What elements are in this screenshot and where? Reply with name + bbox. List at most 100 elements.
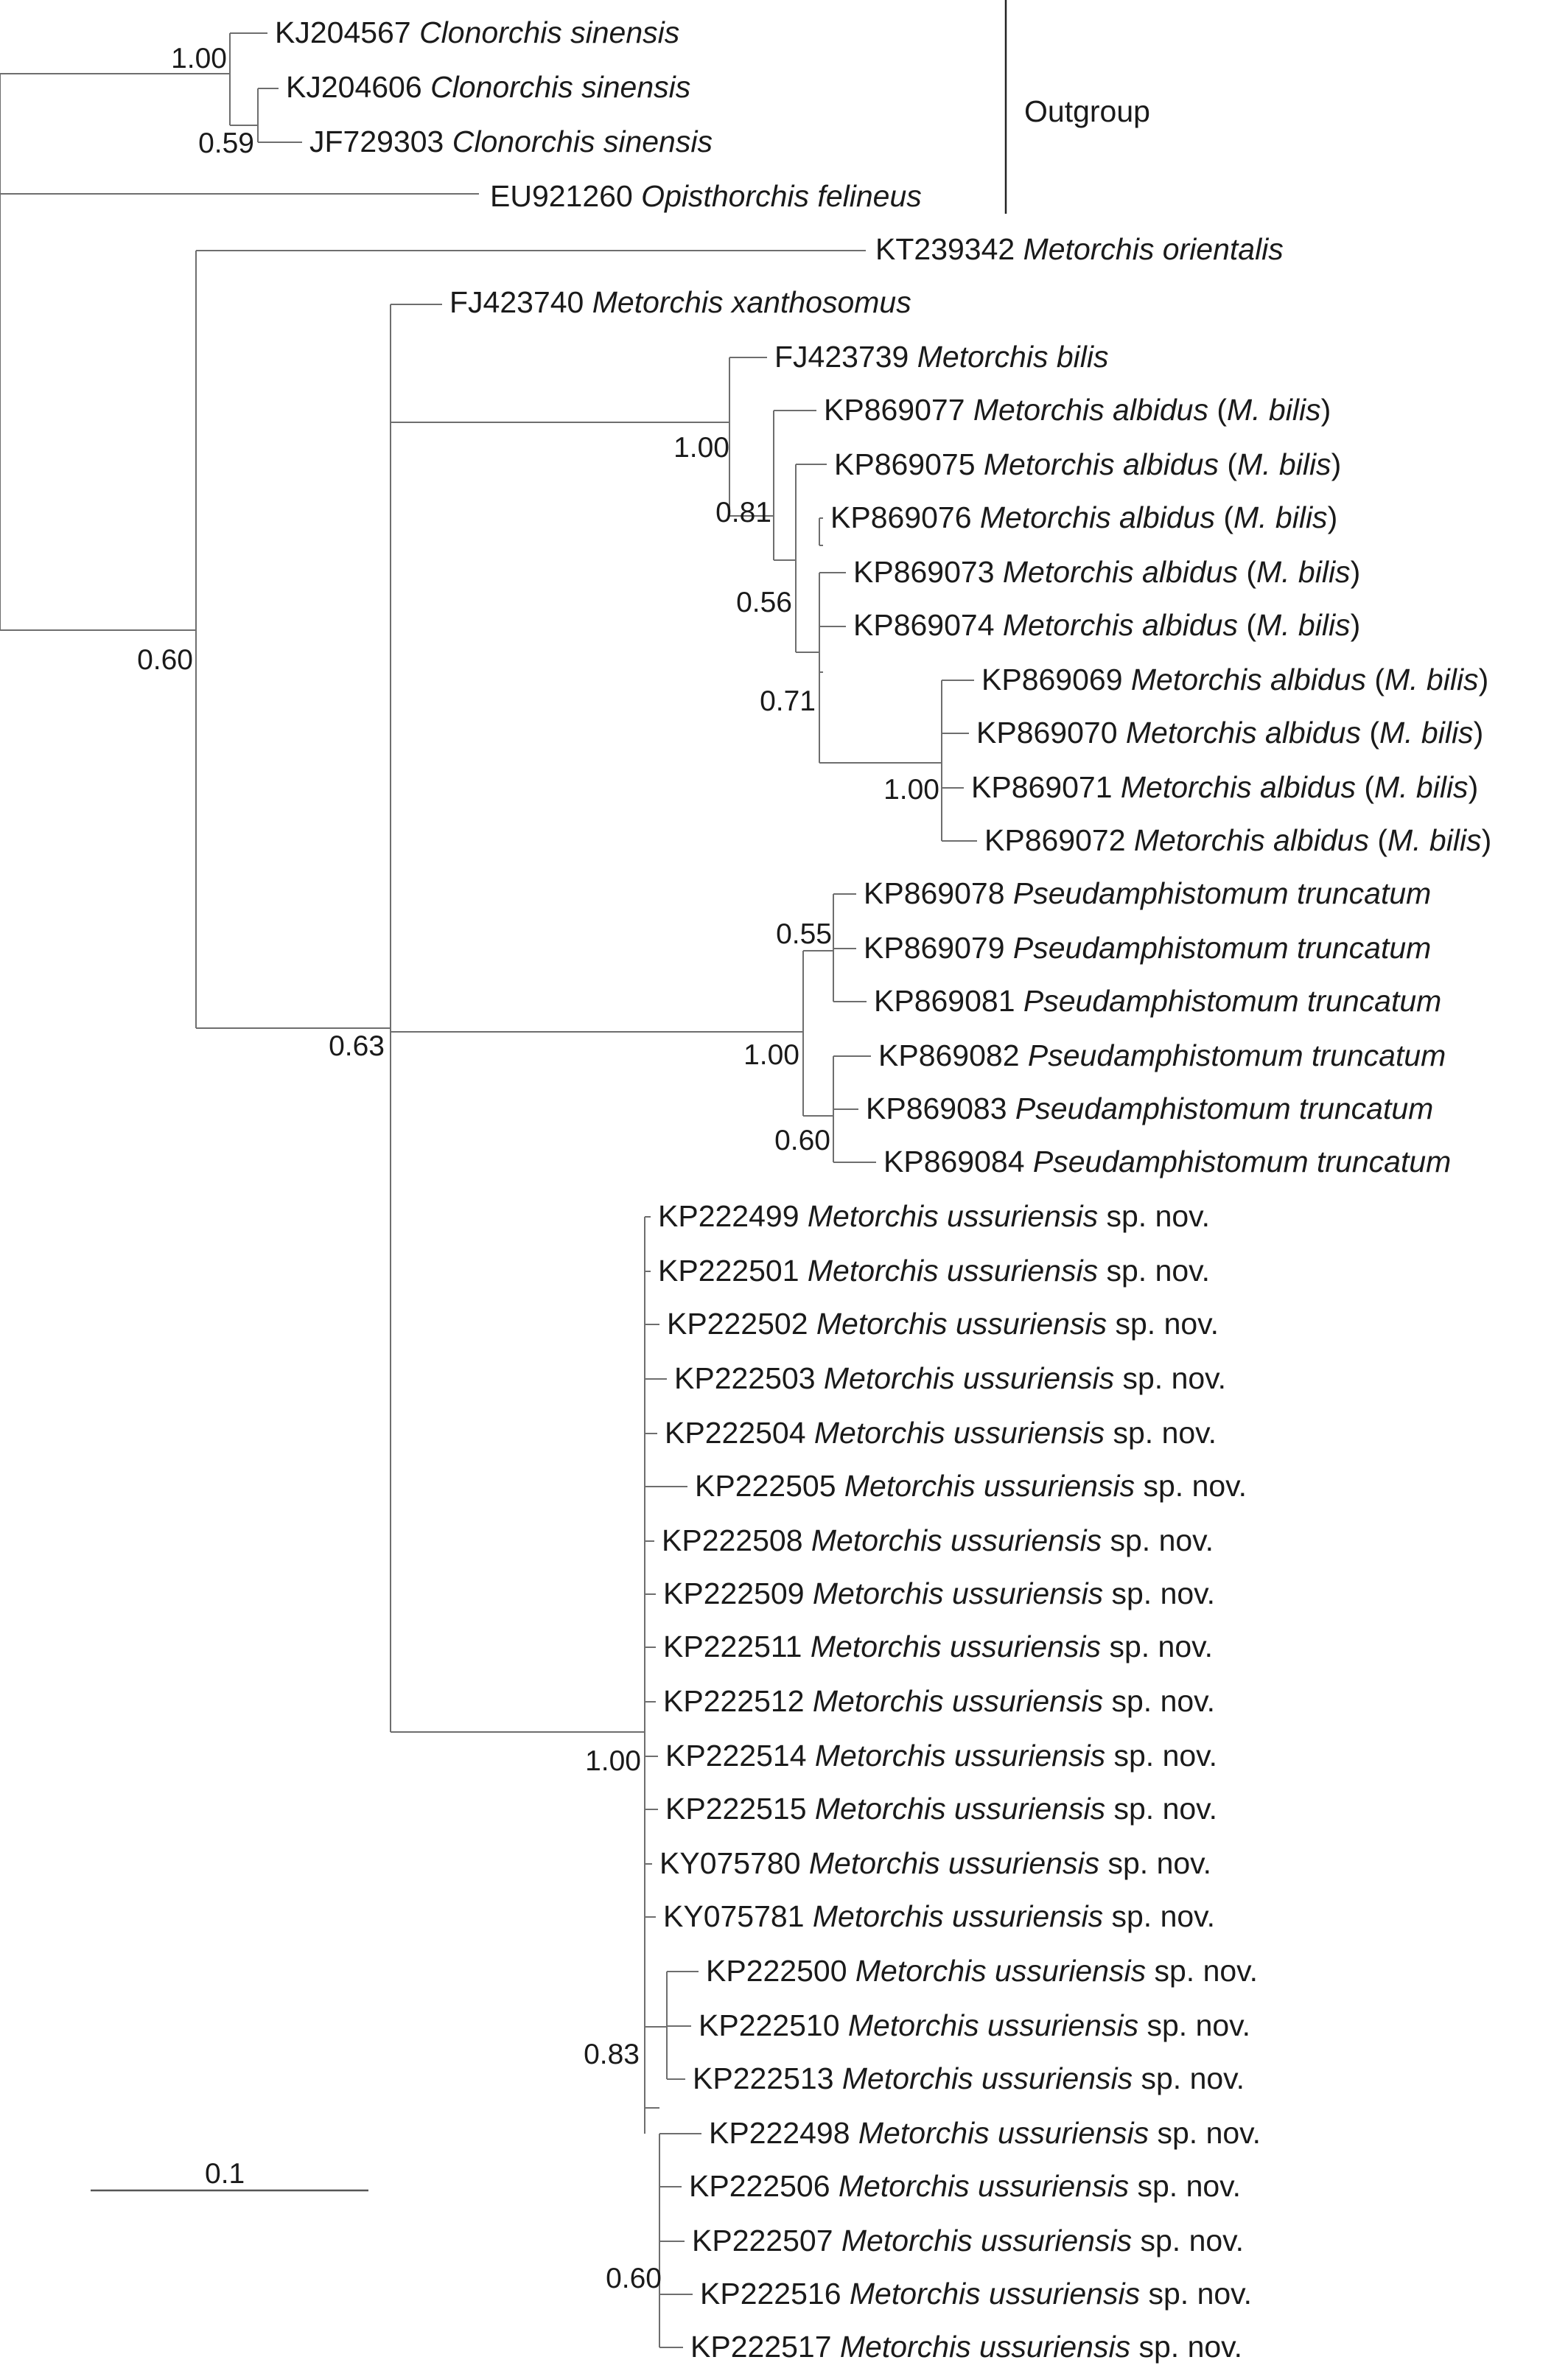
species-name: Pseudamphistomum truncatum (1013, 876, 1431, 910)
taxon-qualifier: sp. nov. (1098, 1199, 1210, 1233)
species-name: Metorchis ussuriensis (840, 2330, 1130, 2364)
accession-number: KP869078 (864, 876, 1013, 910)
taxon-label: KP222515 Metorchis ussuriensis sp. nov. (665, 1792, 1217, 1826)
species-name: Metorchis ussuriensis (839, 2169, 1129, 2203)
taxon-qualifier: sp. nov. (1101, 1630, 1213, 1663)
species-name: Metorchis albidus (980, 500, 1215, 534)
taxon-label: KP222505 Metorchis ussuriensis sp. nov. (695, 1469, 1247, 1503)
species-name: Metorchis ussuriensis (841, 2224, 1132, 2257)
accession-number: FJ423739 (774, 340, 917, 374)
species-name: Metorchis ussuriensis (811, 1523, 1102, 1557)
support-value: 1.00 (673, 432, 729, 464)
taxon-label: KJ204606 Clonorchis sinensis (286, 70, 690, 104)
accession-number: FJ423740 (449, 285, 592, 319)
taxon-label: KP222502 Metorchis ussuriensis sp. nov. (667, 1307, 1219, 1341)
species-name: Metorchis ussuriensis (858, 2116, 1149, 2150)
species-name: Metorchis ussuriensis (809, 1846, 1099, 1880)
taxon-label: KP869079 Pseudamphistomum truncatum (864, 931, 1431, 965)
support-value: 0.83 (584, 2039, 640, 2070)
support-values: 1.000.590.601.000.810.560.711.000.551.00… (137, 43, 939, 2294)
taxon-qualifier: sp. nov. (1103, 1684, 1215, 1718)
species-name: Metorchis albidus (984, 447, 1219, 481)
accession-number: KY075780 (659, 1846, 809, 1880)
taxon-label: KP222507 Metorchis ussuriensis sp. nov. (692, 2224, 1244, 2257)
accession-number: KP222502 (667, 1307, 816, 1341)
taxon-label: KP222501 Metorchis ussuriensis sp. nov. (658, 1254, 1210, 1288)
species-name: Metorchis ussuriensis (816, 1307, 1107, 1341)
species-name: Metorchis ussuriensis (842, 2061, 1133, 2095)
support-value: 0.56 (736, 587, 792, 618)
taxon-label: KP869072 Metorchis albidus (M. bilis) (984, 823, 1491, 857)
accession-number: KP222515 (665, 1792, 815, 1826)
taxon-qualifier: sp. nov. (1135, 1469, 1247, 1503)
species-name: Metorchis ussuriensis (848, 2008, 1138, 2042)
taxon-qualifier: (M. bilis) (1215, 500, 1337, 534)
taxon-qualifier: sp. nov. (1099, 1846, 1211, 1880)
accession-number: KJ204567 (275, 15, 419, 49)
taxon-label: KP869081 Pseudamphistomum truncatum (874, 984, 1441, 1018)
support-value: 1.00 (585, 1745, 641, 1777)
taxon-label: KP222512 Metorchis ussuriensis sp. nov. (663, 1684, 1215, 1718)
accession-number: KP222501 (658, 1254, 808, 1288)
species-name: Metorchis ussuriensis (815, 1792, 1105, 1826)
species-name: Metorchis orientalis (1023, 232, 1284, 266)
species-name: Metorchis ussuriensis (844, 1469, 1135, 1503)
support-value: 0.63 (329, 1030, 385, 1062)
accession-number: KP222509 (663, 1576, 813, 1610)
species-name: Metorchis ussuriensis (813, 1576, 1103, 1610)
tree-branches (0, 32, 977, 2348)
taxon-qualifier: (M. bilis) (1219, 447, 1341, 481)
taxon-label: FJ423739 Metorchis bilis (774, 340, 1108, 374)
accession-number: KP869070 (976, 716, 1126, 750)
support-value: 1.00 (171, 43, 227, 74)
taxon-label: KP222498 Metorchis ussuriensis sp. nov. (709, 2116, 1261, 2150)
species-name: Pseudamphistomum truncatum (1013, 931, 1431, 965)
accession-number: KP222504 (665, 1416, 814, 1450)
accession-number: KP869082 (878, 1038, 1028, 1072)
taxon-qualifier: sp. nov. (1146, 1954, 1258, 1988)
taxon-label: KP869084 Pseudamphistomum truncatum (883, 1145, 1451, 1178)
species-name: Metorchis ussuriensis (808, 1254, 1098, 1288)
accession-number: KP869077 (824, 393, 973, 427)
taxon-label: KY075780 Metorchis ussuriensis sp. nov. (659, 1846, 1211, 1880)
species-name: Pseudamphistomum truncatum (1028, 1038, 1446, 1072)
taxon-label: KP222513 Metorchis ussuriensis sp. nov. (693, 2061, 1245, 2095)
taxon-label: KP222516 Metorchis ussuriensis sp. nov. (700, 2277, 1252, 2311)
taxon-label: KP222511 Metorchis ussuriensis sp. nov. (663, 1630, 1213, 1663)
species-name: Pseudamphistomum truncatum (1033, 1145, 1451, 1178)
taxon-qualifier: (M. bilis) (1361, 716, 1483, 750)
species-name: Metorchis ussuriensis (814, 1416, 1105, 1450)
species-name: Metorchis albidus (1121, 770, 1356, 804)
taxon-label: KP869075 Metorchis albidus (M. bilis) (834, 447, 1341, 481)
accession-number: KP222512 (663, 1684, 813, 1718)
species-name: Metorchis ussuriensis (824, 1361, 1114, 1395)
accession-number: KP222505 (695, 1469, 844, 1503)
taxon-label: KP222506 Metorchis ussuriensis sp. nov. (689, 2169, 1241, 2203)
accession-number: JF729303 (309, 125, 452, 158)
taxon-qualifier: (M. bilis) (1238, 555, 1360, 589)
support-value: 0.81 (715, 497, 771, 528)
taxon-qualifier: sp. nov. (1130, 2330, 1242, 2364)
taxon-label: KP869078 Pseudamphistomum truncatum (864, 876, 1431, 910)
taxon-qualifier: sp. nov. (1103, 1576, 1215, 1610)
species-name: Metorchis bilis (917, 340, 1109, 374)
species-name: Metorchis albidus (1131, 663, 1366, 696)
taxon-qualifier: sp. nov. (1129, 2169, 1241, 2203)
species-name: Metorchis albidus (973, 393, 1208, 427)
accession-number: KP869074 (853, 608, 1003, 642)
accession-number: KP869081 (874, 984, 1023, 1018)
species-name: Metorchis xanthosomus (592, 285, 911, 319)
species-name: Clonorchis sinensis (430, 70, 690, 104)
taxon-qualifier: (M. bilis) (1238, 608, 1360, 642)
accession-number: KJ204606 (286, 70, 430, 104)
species-name: Opisthorchis felineus (641, 179, 922, 213)
accession-number: KP222513 (693, 2061, 842, 2095)
accession-number: KP222503 (674, 1361, 824, 1395)
taxon-label: KP222510 Metorchis ussuriensis sp. nov. (699, 2008, 1250, 2042)
taxon-qualifier: sp. nov. (1105, 1739, 1217, 1773)
species-name: Metorchis albidus (1134, 823, 1369, 857)
taxon-label: KP869076 Metorchis albidus (M. bilis) (830, 500, 1337, 534)
taxon-label: KP222509 Metorchis ussuriensis sp. nov. (663, 1576, 1215, 1610)
